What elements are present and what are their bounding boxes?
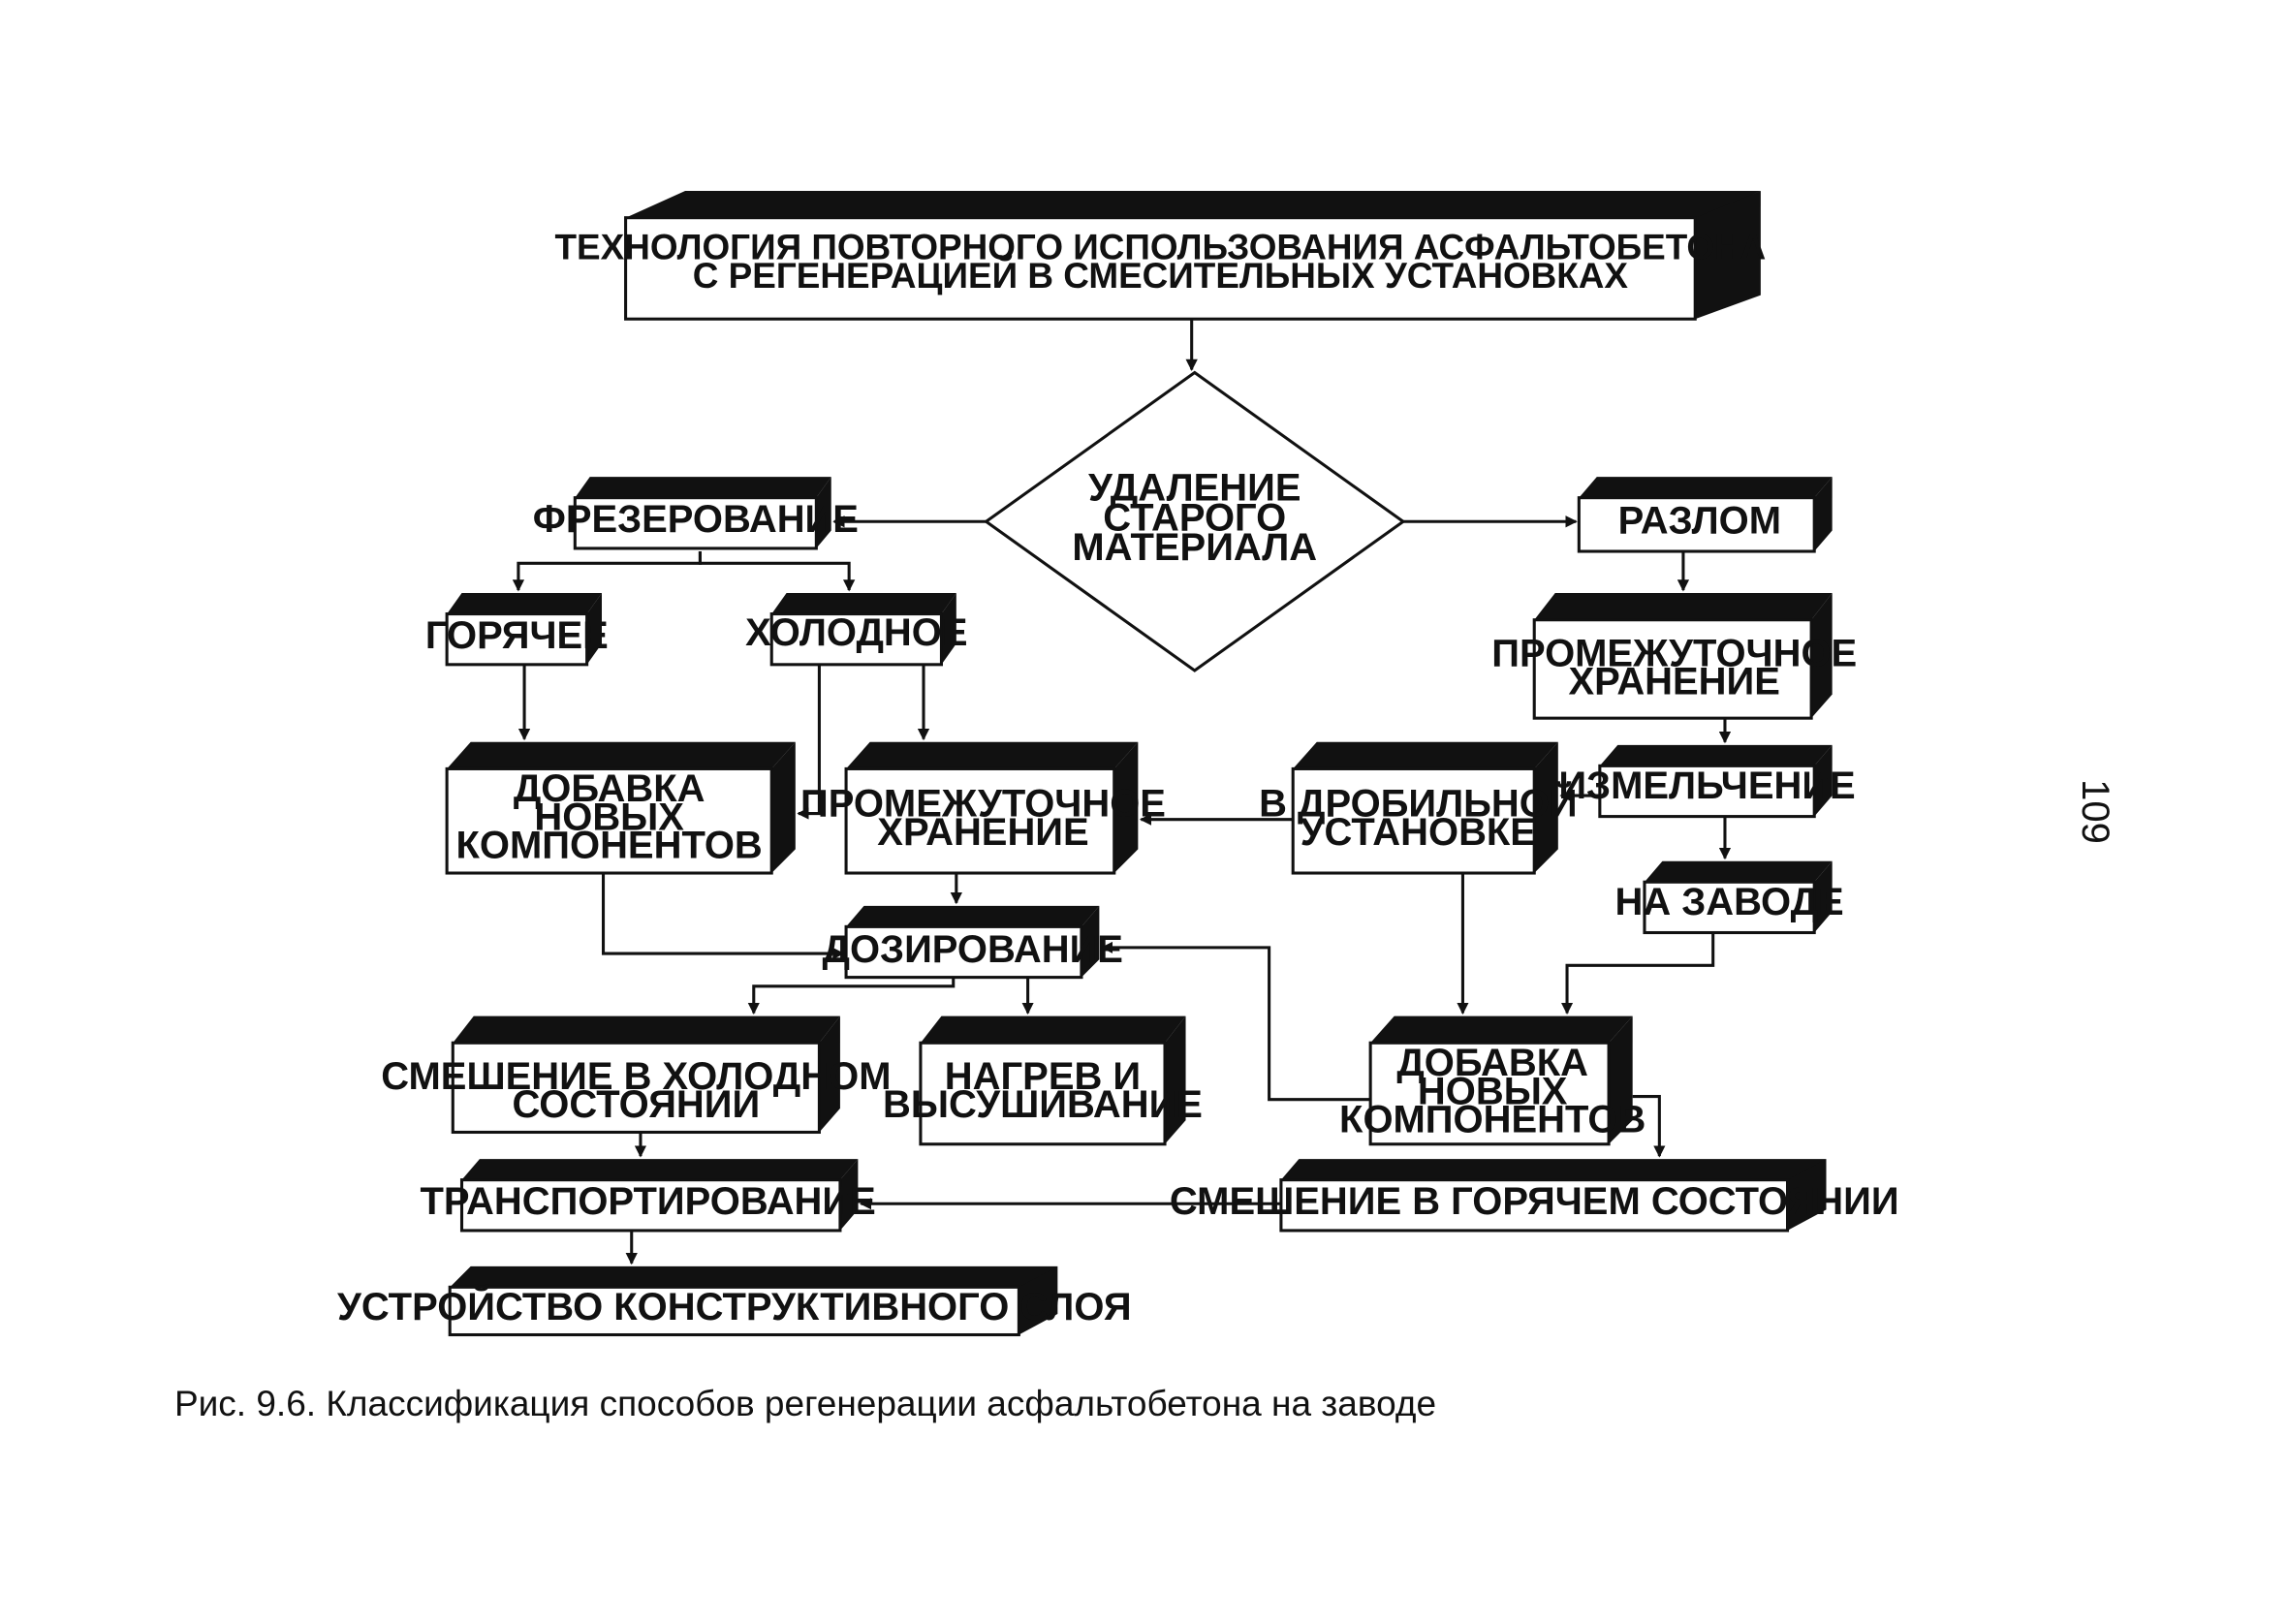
arrow-add-to-dosing-right bbox=[1100, 941, 1371, 1102]
hot-label: ГОРЯЧЕЕ bbox=[425, 614, 609, 657]
heating-line-2: ВЫСУШИВАНИЕ bbox=[883, 1083, 1203, 1126]
decision-diamond: УДАЛЕНИЕ СТАРОГО МАТЕРИАЛА bbox=[983, 370, 1406, 672]
cold-mixing-box: СМЕШЕНИЕ В ХОЛОДНОМ СОСТОЯНИИ bbox=[381, 1015, 891, 1135]
decision-line-1: УДАЛЕНИЕ bbox=[1088, 467, 1301, 510]
arrow-dosing-to-cold-mixing bbox=[747, 977, 956, 1015]
figure-caption: Рис. 9.6. Классификация способов регенер… bbox=[173, 1384, 1437, 1423]
storage-left-line-2: ХРАНЕНИЕ bbox=[877, 811, 1088, 854]
breaking-box: РАЗЛОМ bbox=[1577, 477, 1833, 553]
arrow-milling-to-hot bbox=[512, 551, 702, 592]
arrow-plant-to-add bbox=[1560, 932, 1715, 1015]
crusher-line-2: УСТАНОВКЕ bbox=[1301, 811, 1536, 854]
arrow-milling-to-cold bbox=[698, 551, 856, 592]
crushing-box: ИЗМЕЛЬЧЕНИЕ bbox=[1558, 744, 1856, 819]
decision-line-3: МАТЕРИАЛА bbox=[1072, 526, 1317, 569]
crusher-line-1: В ДРОБИЛЬНОЙ bbox=[1259, 781, 1577, 826]
connectors bbox=[512, 319, 1732, 1265]
storage-left-line-1: ПРОМЕЖУТОЧНОЕ bbox=[800, 783, 1166, 826]
title-line-2: С РЕГЕНЕРАЦИЕЙ В СМЕСИТЕЛЬНЫХ УСТАНОВКАХ bbox=[693, 255, 1629, 296]
add-left-line-2: НОВЫХ bbox=[534, 796, 684, 838]
page-number: 109 bbox=[2073, 779, 2116, 844]
decision-line-2: СТАРОГО bbox=[1103, 496, 1286, 539]
crusher-box: В ДРОБИЛЬНОЙ УСТАНОВКЕ bbox=[1259, 741, 1578, 875]
add-left-line-1: ДОБАВКА bbox=[514, 767, 705, 810]
breaking-label: РАЗЛОМ bbox=[1618, 500, 1781, 543]
arrow-cold-to-add bbox=[797, 664, 821, 820]
title-line-1: ТЕХНОЛОГИЯ ПОВТОРНОГО ИСПОЛЬЗОВАНИЯ АСФА… bbox=[555, 228, 1767, 267]
heating-line-1: НАГРЕВ И bbox=[945, 1055, 1141, 1098]
add-components-left-box: ДОБАВКА НОВЫХ КОМПОНЕНТОВ bbox=[445, 741, 796, 875]
add-left-line-3: КОМПОНЕНТОВ bbox=[456, 825, 763, 867]
at-plant-box: НА ЗАВОДЕ bbox=[1614, 860, 1844, 935]
storage-right-line-1: ПРОМЕЖУТОЧНОЕ bbox=[1491, 632, 1857, 674]
add-right-line-1: ДОБАВКА bbox=[1396, 1042, 1588, 1084]
arrow-add-to-hot-mixing bbox=[1632, 1095, 1666, 1158]
add-right-line-3: КОМПОНЕНТОВ bbox=[1339, 1098, 1645, 1140]
milling-label: ФРЕЗЕРОВАНИЕ bbox=[533, 498, 859, 541]
add-components-right-box: ДОБАВКА НОВЫХ КОМПОНЕНТОВ bbox=[1339, 1015, 1645, 1146]
crushing-label: ИЗМЕЛЬЧЕНИЕ bbox=[1558, 765, 1855, 807]
storage-left-box: ПРОМЕЖУТОЧНОЕ ХРАНЕНИЕ bbox=[800, 741, 1166, 875]
hot-mixing-label: СМЕШЕНИЕ В ГОРЯЧЕМ СОСТОЯНИИ bbox=[1170, 1180, 1899, 1223]
hot-mixing-box: СМЕШЕНИЕ В ГОРЯЧЕМ СОСТОЯНИИ bbox=[1170, 1159, 1899, 1233]
heating-box: НАГРЕВ И ВЫСУШИВАНИЕ bbox=[883, 1015, 1203, 1146]
add-right-line-2: НОВЫХ bbox=[1418, 1070, 1568, 1112]
arrow-add-to-dosing bbox=[601, 873, 845, 960]
cold-label: ХОЛОДНОЕ bbox=[745, 611, 967, 654]
dosing-label: ДОЗИРОВАНИЕ bbox=[823, 928, 1123, 971]
cold-mixing-line-2: СОСТОЯНИИ bbox=[512, 1083, 760, 1126]
storage-right-box: ПРОМЕЖУТОЧНОЕ ХРАНЕНИЕ bbox=[1491, 593, 1857, 720]
cold-box: ХОЛОДНОЕ bbox=[745, 593, 968, 667]
hot-box: ГОРЯЧЕЕ bbox=[425, 593, 609, 667]
cold-mixing-line-1: СМЕШЕНИЕ В ХОЛОДНОМ bbox=[381, 1055, 891, 1098]
title-box: ТЕХНОЛОГИЯ ПОВТОРНОГО ИСПОЛЬЗОВАНИЯ АСФА… bbox=[555, 191, 1767, 321]
transport-label: ТРАНСПОРТИРОВАНИЕ bbox=[421, 1180, 876, 1223]
layer-label: УСТРОЙСТВО КОНСТРУКТИВНОГО СЛОЯ bbox=[337, 1284, 1132, 1328]
milling-box: ФРЕЗЕРОВАНИЕ bbox=[533, 477, 859, 550]
at-plant-label: НА ЗАВОДЕ bbox=[1614, 881, 1843, 923]
layer-box: УСТРОЙСТВО КОНСТРУКТИВНОГО СЛОЯ bbox=[337, 1265, 1132, 1337]
storage-right-line-2: ХРАНЕНИЕ bbox=[1569, 661, 1780, 703]
transport-box: ТРАНСПОРТИРОВАНИЕ bbox=[421, 1159, 876, 1233]
dosing-box: ДОЗИРОВАНИЕ bbox=[823, 905, 1123, 980]
